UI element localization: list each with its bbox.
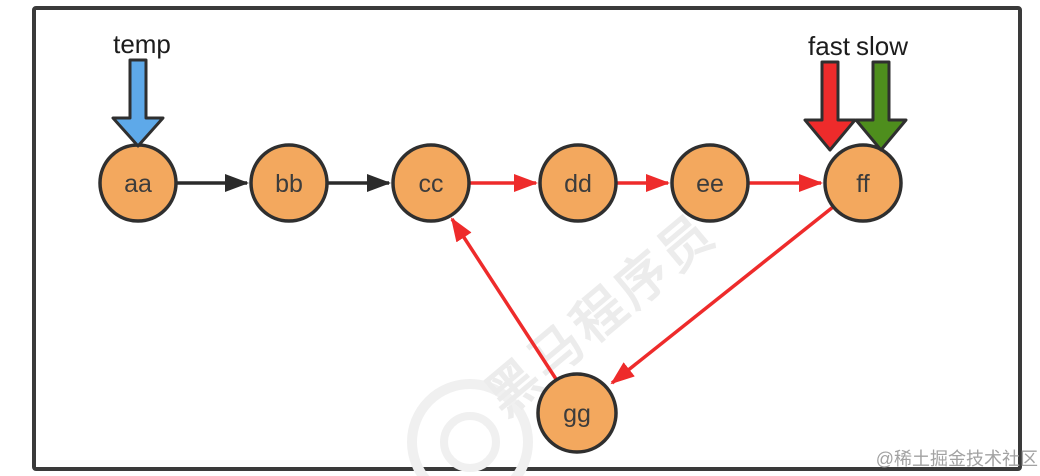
temp-pointer-label: temp	[113, 29, 171, 59]
node-cc: cc	[391, 143, 471, 223]
node-bb-label: bb	[275, 170, 303, 198]
slow-pointer: slow	[854, 31, 908, 152]
temp-pointer: temp	[111, 29, 171, 148]
temp-pointer-arrow-icon	[111, 58, 165, 148]
node-ee-label: ee	[696, 170, 724, 198]
node-ff-circle	[823, 143, 903, 223]
node-aa: aa	[98, 143, 178, 223]
node-dd: dd	[538, 143, 618, 223]
node-cc-label: cc	[419, 170, 444, 198]
slow-pointer-arrow-icon	[854, 60, 908, 152]
node-ff: ff	[823, 143, 903, 223]
diagram-frame	[32, 6, 1022, 471]
node-gg-label: gg	[563, 400, 591, 428]
node-gg: gg	[536, 372, 618, 454]
node-ee-circle	[670, 143, 750, 223]
fast-pointer: fast	[803, 31, 857, 152]
watermark-logo-ring-inner	[440, 412, 500, 472]
node-bb: bb	[249, 143, 329, 223]
juejin-watermark: @稀土掘金技术社区	[876, 449, 1038, 469]
node-ee: ee	[670, 143, 750, 223]
edge-ff-gg	[610, 205, 835, 385]
node-dd-circle	[538, 143, 618, 223]
node-cc-circle	[391, 143, 471, 223]
node-bb-circle	[249, 143, 329, 223]
edge-gg-cc	[450, 217, 558, 380]
slow-pointer-label: slow	[856, 31, 908, 61]
node-dd-label: dd	[564, 170, 592, 198]
node-ff-label: ff	[856, 170, 869, 198]
fast-pointer-label: fast	[808, 31, 851, 61]
watermark-logo-ring-outer	[407, 379, 533, 476]
fast-pointer-arrow-icon	[803, 60, 857, 152]
node-aa-label: aa	[124, 170, 152, 198]
node-gg-circle	[536, 372, 618, 454]
